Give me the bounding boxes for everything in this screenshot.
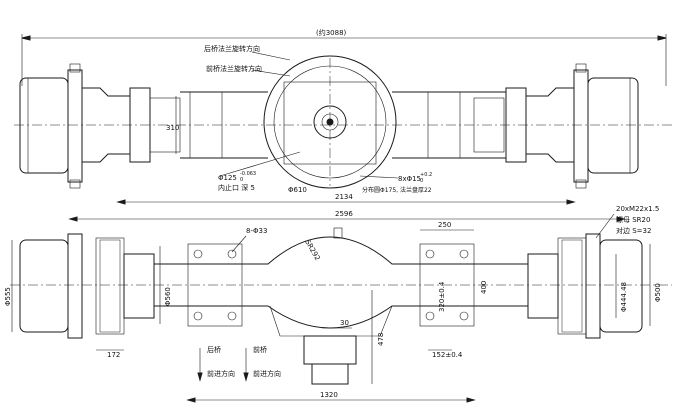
bore-note: 内止口 深 5: [218, 183, 255, 192]
bore-dia: Φ125: [218, 174, 237, 182]
arrow-left: [21, 35, 31, 41]
nut-radius: 螺母 SR20: [616, 215, 650, 224]
top-view: (约3088) 310 后桥法兰旋转方向 前桥法兰旋转方向: [14, 28, 672, 222]
left-flange: [67, 69, 83, 183]
right-spindle-front: [527, 253, 559, 319]
radius-label: SR292: [303, 238, 321, 262]
seat-hole-3: [193, 311, 203, 321]
dim-1320-label: 1320: [320, 391, 338, 399]
nut-wrench: 对边 S=32: [616, 226, 651, 235]
dim-30-label: 30: [340, 319, 349, 327]
left-flange-front: [67, 233, 83, 339]
arrow-right: [657, 35, 667, 41]
dia-444-label: Φ444.48: [620, 282, 628, 312]
housing-dia: Φ610: [288, 186, 307, 194]
bolt-tol-lower: 0: [420, 178, 423, 184]
diff-carrier-lower: [269, 305, 393, 337]
flange-note-rear: 后桥法兰旋转方向: [204, 44, 260, 53]
seat-hole-6: [459, 249, 469, 259]
legend-forward-1: 前进方向: [207, 369, 235, 378]
legend-forward-2: 前进方向: [253, 369, 281, 378]
legend-arrowhead-1: [197, 372, 203, 382]
dim-2596-label: 2596: [335, 210, 353, 218]
seat-320-label: 320±0.4: [438, 281, 446, 312]
legend-arrowhead-2: [243, 372, 249, 382]
left-hub-front: [19, 239, 69, 333]
legend-rear-axle: 后桥: [207, 345, 221, 354]
seat-hole-7: [425, 311, 435, 321]
bolt-tol-upper: +0.2: [420, 172, 432, 178]
right-flange: [573, 69, 589, 183]
bore-tol-lower: 0: [240, 177, 243, 183]
axle-beam-front: [153, 236, 529, 329]
legend-front-axle: 前桥: [253, 345, 267, 354]
dim-2134-label: 2134: [335, 193, 353, 201]
height-dim-label: 310: [166, 124, 179, 132]
seat-hole-8: [459, 311, 469, 321]
right-hub-drum: [587, 77, 639, 174]
dia-500-label: Φ500: [654, 283, 662, 302]
arrow-2134-r: [566, 199, 576, 205]
dim-400-label: 400: [480, 281, 488, 294]
left-drum-band: [99, 239, 121, 333]
dim-152-label: 152±0.4: [432, 351, 463, 359]
bolt-circle-note: 分布圆Φ175, 法兰盘厚22: [362, 186, 432, 194]
right-flange-front: [585, 233, 601, 339]
bolt-holes: 8xΦ15: [398, 175, 421, 183]
bore-tol-upper: -0.063: [240, 171, 256, 177]
thread-spec: 20xM22x1.5: [616, 205, 659, 213]
overall-length-label: (约3088): [316, 28, 347, 37]
left-spindle-front: [123, 253, 155, 319]
arrow-1320-r: [466, 397, 476, 403]
seat-hole-1: [193, 249, 203, 259]
left-hub-drum: [19, 77, 69, 174]
dim-478-label: 478: [377, 333, 385, 346]
right-bolts-bot: [575, 179, 587, 189]
right-drum-band: [561, 239, 583, 333]
left-bolts-bot: [69, 179, 81, 189]
right-spring-seat-front: [419, 243, 475, 327]
dia-560-label: Φ560: [164, 287, 172, 306]
bore-leader: [219, 151, 301, 177]
bolt-leader: [359, 175, 399, 179]
right-hub-front: [599, 239, 643, 333]
right-spring-seat: [427, 91, 461, 159]
seat-hole-4: [227, 311, 237, 321]
pinion-housing: [303, 335, 357, 365]
holes-leader: [231, 235, 247, 253]
arrow-1320-l: [186, 397, 196, 403]
arrow-2596-r: [616, 216, 626, 222]
left-arm: [149, 97, 181, 153]
left-spring-seat-front: [187, 243, 243, 327]
arrow-2134-l: [116, 199, 126, 205]
left-spring-seat: [189, 91, 223, 159]
dia-555-label: Φ555: [4, 287, 12, 306]
left-bolts-top: [69, 63, 81, 73]
flange-note-front: 前桥法兰旋转方向: [206, 64, 262, 73]
front-view: Φ555 Φ560 8-Φ33 SR292 250 320±0.4 400 30…: [4, 205, 672, 403]
flange-note-arrow-1: [251, 51, 291, 61]
dim-172-label: 172: [107, 351, 120, 359]
width-250-label: 250: [438, 221, 451, 229]
right-bolts-top: [575, 63, 587, 73]
thread-leader: [595, 213, 615, 239]
arrow-2596-l: [68, 216, 78, 222]
right-arm: [473, 97, 505, 153]
seat-hole-2: [227, 249, 237, 259]
holes-label: 8-Φ33: [246, 227, 267, 235]
flange-note-arrow-2: [251, 69, 291, 77]
seat-hole-5: [425, 249, 435, 259]
diff-housing-outer: [263, 55, 397, 189]
pinion-flange: [311, 363, 349, 385]
diff-carrier-top: [333, 227, 343, 239]
